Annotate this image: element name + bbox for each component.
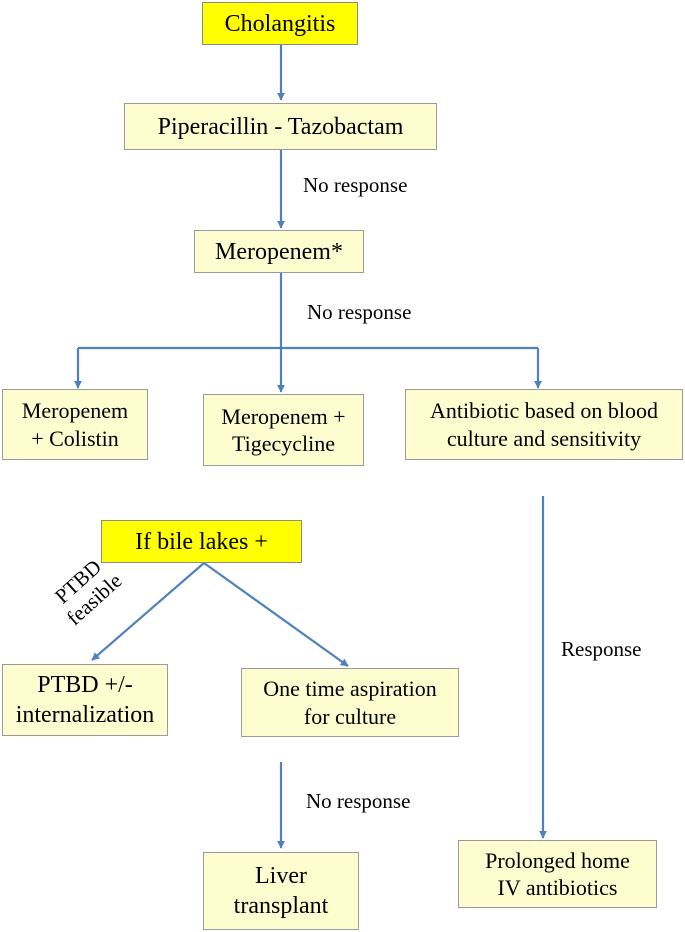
node-one-time-aspiration: One time aspiration for culture (241, 668, 459, 737)
node-antibiotic-blood-culture-line2: culture and sensitivity (446, 425, 642, 451)
edge-label-response: Response (561, 637, 642, 661)
node-meropenem-tigecycline-line2: Tigecycline (231, 431, 336, 456)
node-ptbd-internalization-line1: PTBD +/- (37, 672, 133, 698)
node-liver-transplant-line2: transplant (233, 893, 329, 919)
arrow-bile-to-aspiration (203, 562, 349, 667)
node-liver-transplant-line1: Liver (255, 863, 307, 889)
node-antibiotic-blood-culture: Antibiotic based on blood culture and se… (405, 389, 683, 460)
node-meropenem-colistin-line1: Meropenem (21, 398, 129, 423)
node-ptbd-internalization: PTBD +/- internalization (2, 664, 168, 736)
node-meropenem-colistin-line2: + Colistin (31, 425, 119, 451)
edge-label-no-response-2: No response (307, 300, 412, 324)
node-one-time-aspiration-line1: One time aspiration (263, 676, 437, 701)
node-cholangitis: Cholangitis (202, 2, 358, 45)
node-prolonged-home-iv: Prolonged home IV antibiotics (458, 840, 657, 908)
edge-label-no-response-3: No response (306, 789, 411, 813)
node-piperacillin-tazobactam: Piperacillin - Tazobactam (124, 103, 437, 150)
node-cholangitis-label: Cholangitis (224, 10, 336, 37)
node-piperacillin-tazobactam-label: Piperacillin - Tazobactam (157, 113, 404, 140)
edge-label-no-response-1: No response (303, 173, 408, 197)
node-meropenem-colistin: Meropenem + Colistin (2, 389, 148, 460)
node-bile-lakes: If bile lakes + (101, 520, 302, 563)
node-meropenem-label: Meropenem* (215, 238, 343, 265)
node-meropenem-tigecycline: Meropenem + Tigecycline (203, 394, 364, 466)
node-bile-lakes-label: If bile lakes + (135, 528, 268, 555)
node-meropenem: Meropenem* (194, 230, 364, 273)
node-antibiotic-blood-culture-line1: Antibiotic based on blood (430, 398, 658, 423)
node-prolonged-home-iv-line1: Prolonged home (485, 847, 630, 873)
node-prolonged-home-iv-line2: IV antibiotics (497, 875, 618, 900)
node-liver-transplant: Liver transplant (203, 852, 359, 930)
node-meropenem-tigecycline-line1: Meropenem + (221, 403, 346, 429)
node-ptbd-internalization-line2: internalization (15, 702, 155, 728)
arrow-bile-to-ptbd (91, 562, 205, 661)
node-one-time-aspiration-line2: for culture (303, 703, 397, 729)
